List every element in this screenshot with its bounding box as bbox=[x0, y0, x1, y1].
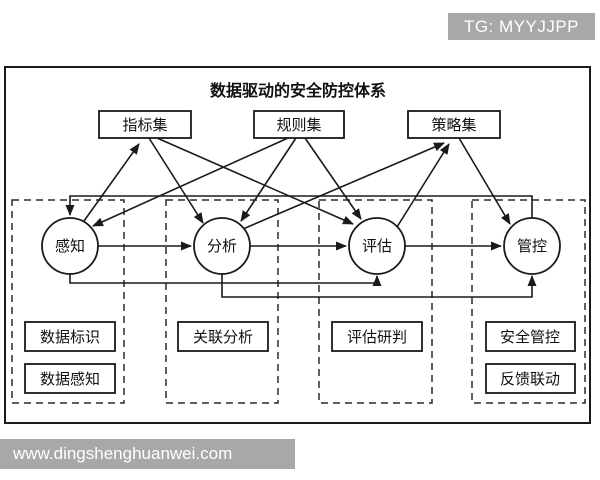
box-data-labeling: 数据标识 bbox=[24, 321, 116, 352]
telegram-watermark-badge: TG: MYYJJPP bbox=[448, 13, 595, 40]
edge-analysis-to-control-bottom bbox=[221, 274, 537, 298]
website-watermark: www.dingshenghuanwei.com bbox=[0, 439, 295, 469]
edge-rule-set-to-analysis bbox=[240, 137, 297, 222]
data-labeling-rect bbox=[24, 321, 116, 352]
evaluation-judgment-rect bbox=[331, 321, 423, 352]
edge-indicator-set-to-analysis bbox=[148, 137, 204, 224]
correlation-analysis-rect bbox=[177, 321, 269, 352]
rule-set-label: 规则集 bbox=[276, 117, 321, 134]
dashed-group-analysis bbox=[165, 199, 279, 404]
data-perception-label: 数据感知 bbox=[40, 371, 100, 388]
node-perception: 感知 bbox=[41, 217, 99, 275]
feedback-linkage-rect bbox=[485, 363, 576, 394]
box-security-control: 安全管控 bbox=[485, 321, 576, 352]
box-evaluation-judgment: 评估研判 bbox=[331, 321, 423, 352]
strategy-set-label: 策略集 bbox=[431, 117, 476, 134]
rule-set-rect bbox=[253, 110, 345, 139]
edge-perception-to-evaluation-bottom bbox=[69, 274, 382, 286]
evaluation-circle bbox=[348, 217, 406, 275]
correlation-analysis-label: 关联分析 bbox=[193, 329, 253, 346]
node-evaluation: 评估 bbox=[348, 217, 406, 275]
evaluation-judgment-label: 评估研判 bbox=[347, 329, 407, 346]
edge-rule-set-to-perception bbox=[92, 137, 289, 227]
box-indicator-set: 指标集 bbox=[98, 110, 192, 139]
data-perception-rect bbox=[24, 363, 116, 394]
dashed-group-perception bbox=[11, 199, 125, 404]
edge-rule-set-to-evaluation bbox=[304, 137, 362, 220]
diagram-outer-frame bbox=[4, 66, 591, 424]
dashed-group-evaluation bbox=[318, 199, 433, 404]
feedback-linkage-label: 反馈联动 bbox=[500, 371, 560, 388]
box-strategy-set: 策略集 bbox=[407, 110, 501, 139]
node-control: 管控 bbox=[503, 217, 561, 275]
edge-evaluation-to-strategy-set bbox=[396, 143, 450, 228]
box-correlation-analysis: 关联分析 bbox=[177, 321, 269, 352]
edge-analysis-to-strategy-set bbox=[242, 142, 445, 230]
security-control-rect bbox=[485, 321, 576, 352]
evaluation-label: 评估 bbox=[362, 238, 392, 255]
edge-indicator-set-to-evaluation bbox=[156, 137, 354, 225]
edge-strategy-set-to-control bbox=[458, 137, 511, 225]
data-labeling-label: 数据标识 bbox=[40, 329, 100, 346]
edge-control-to-perception-feedback bbox=[65, 195, 533, 218]
box-feedback-linkage: 反馈联动 bbox=[485, 363, 576, 394]
box-rule-set: 规则集 bbox=[253, 110, 345, 139]
analysis-label: 分析 bbox=[207, 238, 237, 255]
control-circle bbox=[503, 217, 561, 275]
box-data-perception: 数据感知 bbox=[24, 363, 116, 394]
control-label: 管控 bbox=[517, 238, 547, 255]
indicator-set-label: 指标集 bbox=[122, 117, 167, 134]
analysis-circle bbox=[193, 217, 251, 275]
perception-label: 感知 bbox=[55, 238, 85, 255]
security-control-label: 安全管控 bbox=[500, 328, 560, 346]
edge-perception-to-indicator-set bbox=[83, 143, 140, 222]
indicator-set-rect bbox=[98, 110, 192, 139]
perception-circle bbox=[41, 217, 99, 275]
strategy-set-rect bbox=[407, 110, 501, 139]
dashed-group-control bbox=[471, 199, 586, 404]
diagram-title: 数据驱动的安全防控体系 bbox=[210, 81, 386, 100]
node-analysis: 分析 bbox=[193, 217, 251, 275]
